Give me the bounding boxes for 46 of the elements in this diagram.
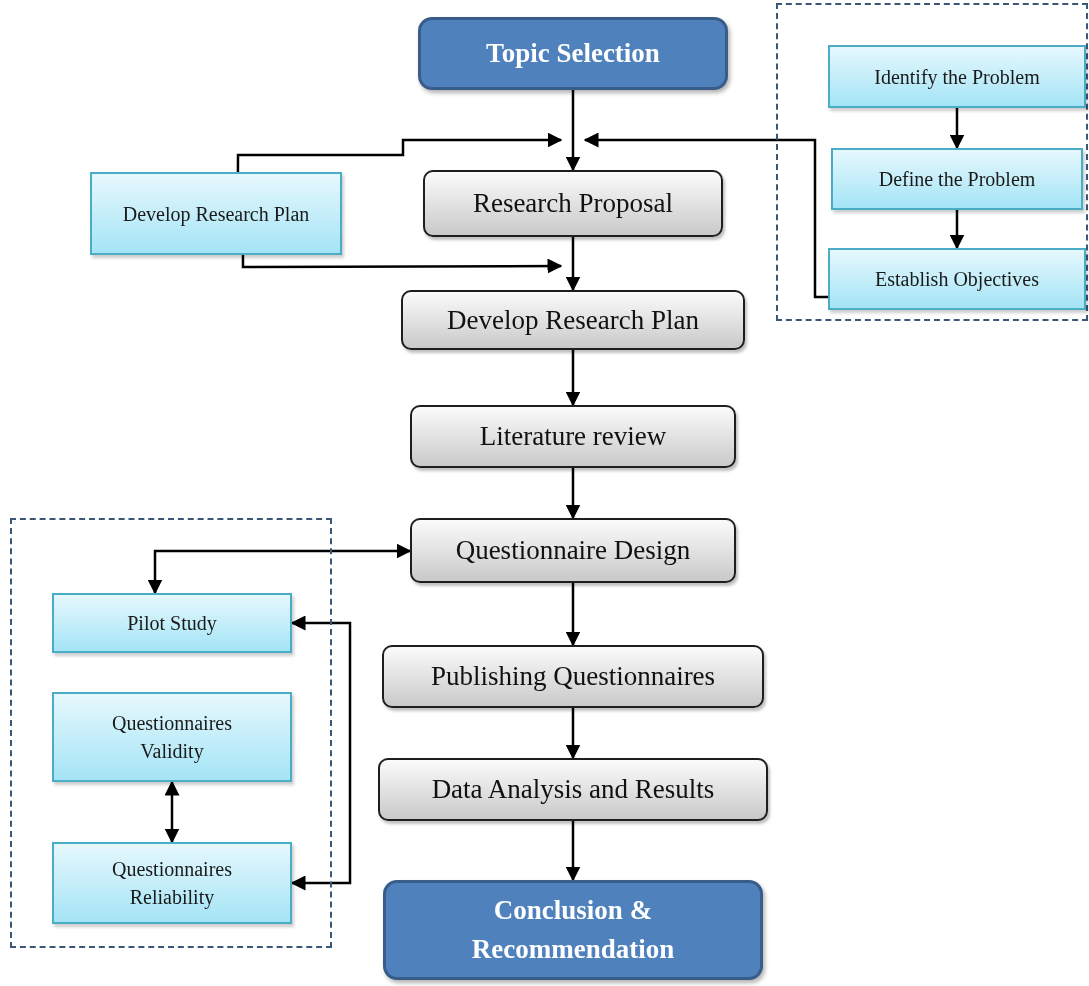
process-box [382,645,764,708]
box-label: Questionnaire Design [455,535,691,566]
arrow [565,350,581,407]
arrow [949,210,965,250]
arrow [565,90,581,172]
box-label: Questionnaires Validity [111,711,233,765]
arrow [241,255,563,274]
box-label: Conclusion & Recommendation [470,893,676,966]
process-box [410,518,736,583]
box-label: Establish Objectives [875,267,1039,293]
box-label: Define the Problem [878,167,1036,192]
dashed-group-frame [10,518,332,948]
box-label: Develop Research Plan [122,201,310,228]
sub-step-box [828,45,1086,108]
sub-step-box [52,842,292,924]
box-label: Topic Selection [486,36,660,70]
arrow [565,468,581,520]
sub-step-box [90,172,342,255]
arrow [949,108,965,150]
sub-step-box [52,692,292,782]
sub-step-box [52,593,292,653]
box-label: Literature review [479,421,667,452]
dashed-group-frame [776,3,1088,321]
process-box [410,405,736,468]
sub-step-box [831,148,1083,210]
box-label: Pilot Study [127,611,217,637]
arrow [164,780,180,844]
arrow [583,132,828,299]
process-box [378,758,768,821]
arrow [565,583,581,647]
box-label: Questionnaires Reliability [111,857,233,911]
process-box [423,170,723,237]
box-label: Identify the Problem [874,64,1040,91]
arrow [565,821,581,882]
box-label: Publishing Questionnaires [430,661,716,692]
arrow [565,237,581,292]
terminal-box [418,17,728,90]
process-box [401,290,745,350]
sub-step-box [828,248,1086,310]
terminal-box [383,880,763,980]
arrow [565,708,581,760]
box-label: Data Analysis and Results [431,774,715,805]
box-label: Develop Research Plan [447,304,699,336]
arrow [147,543,412,595]
arrow [236,132,563,172]
box-label: Research Proposal [472,188,674,219]
